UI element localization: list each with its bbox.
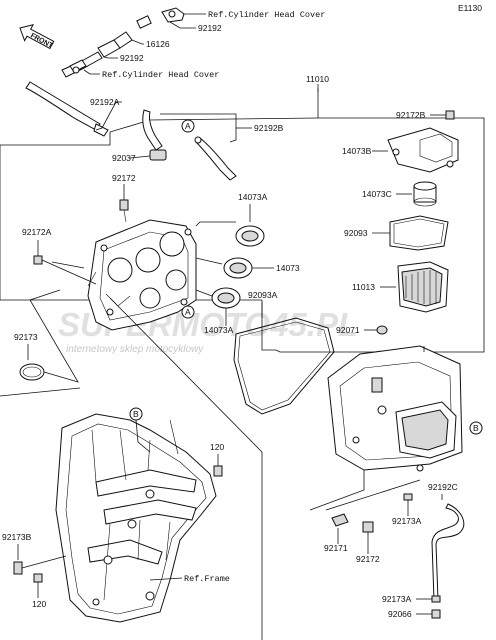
boot-14073a-bottom xyxy=(211,287,241,309)
label-14073c: 14073C xyxy=(362,189,392,199)
label-92066: 92066 xyxy=(388,609,412,619)
label-ref-frame: Ref.Frame xyxy=(184,574,230,584)
label-92192b: 92192B xyxy=(254,123,284,133)
label-92192-mid: 92192 xyxy=(120,53,144,63)
label-ref-cyl-head-cover-2: Ref.Cylinder Head Cover xyxy=(102,70,219,80)
label-92192-top: 92192 xyxy=(198,23,222,33)
callout-b-right-label: B xyxy=(473,423,479,433)
label-92172-b: 92172 xyxy=(356,554,380,564)
label-92173a: 92173A xyxy=(392,516,422,526)
callout-a-top xyxy=(181,119,195,133)
label-14073b: 14073B xyxy=(342,146,372,156)
diagram-code: E1130 xyxy=(458,3,482,13)
label-92173: 92173 xyxy=(14,332,38,342)
label-14073a: 14073A xyxy=(238,192,268,202)
label-11010: 11010 xyxy=(306,74,329,84)
label-92172a: 92172A xyxy=(22,227,52,237)
label-ref-cyl-head-cover-1: Ref.Cylinder Head Cover xyxy=(208,10,325,20)
frame xyxy=(55,413,217,623)
boot-14073a-top xyxy=(235,225,265,247)
callout-a-lower xyxy=(181,305,195,319)
label-120-top: 120 xyxy=(210,442,224,452)
label-16126: 16126 xyxy=(146,39,170,49)
callout-a-top-label: A xyxy=(185,121,191,131)
label-14073: 14073 xyxy=(276,263,300,273)
label-92171: 92171 xyxy=(324,543,348,553)
callout-b-frame-label: B xyxy=(133,409,139,419)
air-filter-11013 xyxy=(397,261,449,313)
callout-a-lower-label: A xyxy=(185,307,191,317)
label-14073a-b: 14073A xyxy=(204,325,234,335)
airbox-housing xyxy=(327,345,463,472)
label-92037: 92037 xyxy=(112,153,136,163)
intake-duct-14073b xyxy=(387,127,459,173)
label-11013: 11013 xyxy=(352,282,375,292)
sleeve-14073c xyxy=(413,181,437,207)
label-92192a: 92192A xyxy=(90,97,120,107)
boot-14073 xyxy=(223,257,253,279)
label-92172b: 92172B xyxy=(396,110,426,120)
label-92071: 92071 xyxy=(336,325,360,335)
label-92093: 92093 xyxy=(344,228,368,238)
breather-hose-assembly xyxy=(25,7,185,137)
callout-b-right xyxy=(469,421,483,435)
label-92192c: 92192C xyxy=(428,482,458,492)
front-arrow-icon: FRONT xyxy=(19,23,54,50)
label-92173b: 92173B xyxy=(2,532,32,542)
label-120-bot: 120 xyxy=(32,599,46,609)
hose-92192b xyxy=(142,109,237,181)
label-92172: 92172 xyxy=(112,173,136,183)
label-92093a: 92093A xyxy=(248,290,278,300)
watermark-tagline: internetowy sklep motocyklowy xyxy=(66,344,204,355)
drain-hose-92192c xyxy=(431,503,465,601)
label-92173a-b: 92173A xyxy=(382,594,412,604)
